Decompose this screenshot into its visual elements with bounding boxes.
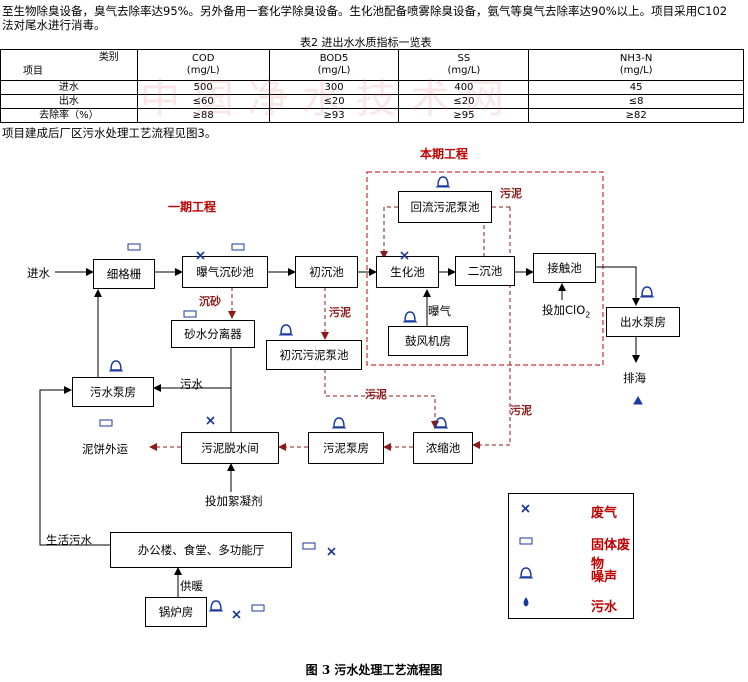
legend-icons bbox=[519, 504, 533, 607]
inflow-label: 进水 bbox=[27, 266, 50, 280]
after-table-text: 项目建成后厂区污水处理工艺流程见图3。 bbox=[2, 126, 217, 140]
waste-gas-icon bbox=[232, 610, 241, 619]
noise-icon bbox=[434, 417, 448, 429]
sewage-label: 污水 bbox=[180, 377, 203, 391]
legend-item: 噪声 bbox=[591, 570, 618, 585]
office-building-box: 办公楼、食堂、多功能厅 bbox=[110, 532, 292, 568]
solid-waste-icon bbox=[302, 542, 316, 550]
sand-label: 沉砂 bbox=[199, 295, 221, 308]
table-row: 去除率（%） ≥88 ≥93 ≥95 ≥82 bbox=[0, 108, 744, 123]
corner-bottom-label: 项目 bbox=[23, 66, 43, 77]
sand-water-separator-box: 砂水分离器 bbox=[171, 320, 255, 348]
table-cell: ≥82 bbox=[528, 108, 744, 123]
current-phase-label: 本期工程 bbox=[420, 147, 469, 161]
domestic-sewage-label: 生活污水 bbox=[46, 533, 92, 547]
table-cell: ≥93 bbox=[268, 108, 400, 123]
sludge-label-excess: 污泥 bbox=[510, 404, 532, 417]
noise-icon bbox=[332, 417, 346, 429]
clo2-label: 投加ClO2 bbox=[542, 303, 591, 320]
sludge-dewatering-box: 污泥脱水间 bbox=[181, 432, 279, 464]
return-sludge-pump-box: 回流污泥泵池 bbox=[398, 191, 492, 223]
noise-icon bbox=[279, 324, 293, 336]
secondary-clarifier-box: 二沉池 bbox=[455, 256, 515, 286]
watermark: 中国净水技术网 bbox=[140, 76, 518, 122]
current-phase-frame bbox=[366, 171, 604, 366]
table-row: 出水 ≤60 ≤20 ≤20 ≤8 bbox=[0, 94, 744, 109]
noise-icon bbox=[640, 286, 654, 298]
bio-tank-box: 生化池 bbox=[376, 256, 439, 288]
sludge-label-return: 污泥 bbox=[500, 187, 522, 200]
column-header: COD(mg/L) bbox=[136, 49, 270, 81]
solid-waste-icon bbox=[251, 604, 265, 612]
solid-waste-icon bbox=[99, 419, 113, 427]
noise-icon bbox=[109, 360, 123, 372]
table-title: 表2 进出水水质指标一览表 bbox=[300, 36, 432, 49]
waste-gas-icon bbox=[327, 547, 336, 556]
sludge-cake-label: 泥饼外运 bbox=[82, 442, 128, 456]
solid-waste-icon bbox=[519, 537, 533, 545]
flocculant-label: 投加絮凝剂 bbox=[205, 494, 263, 508]
column-header: SS(mg/L) bbox=[398, 49, 530, 81]
waste-gas-icon bbox=[521, 504, 530, 513]
solid-waste-icon bbox=[231, 243, 245, 251]
table-header-row: 类别 项目 COD(mg/L) BOD5(mg/L) SS(mg/L) NH3-… bbox=[0, 49, 744, 81]
contact-tank-box: 接触池 bbox=[533, 253, 596, 283]
waste-gas-icon bbox=[206, 416, 215, 425]
column-header: BOD5(mg/L) bbox=[268, 49, 400, 81]
wastewater-icon bbox=[523, 597, 529, 607]
primary-sludge-pump-box: 初沉污泥泵池 bbox=[266, 340, 362, 370]
noise-icon bbox=[519, 567, 533, 579]
sewage-pump-house-box: 污水泵房 bbox=[72, 377, 154, 407]
thickener-box: 浓缩池 bbox=[413, 432, 473, 464]
noise-icon bbox=[403, 311, 417, 323]
table-cell: ≥88 bbox=[136, 108, 270, 123]
legend-item: 固体废物 bbox=[591, 538, 631, 572]
waste-gas-icon bbox=[400, 251, 409, 260]
sludge-label-thickener: 污泥 bbox=[365, 388, 387, 401]
aerated-grit-chamber-box: 曝气沉砂池 bbox=[182, 256, 268, 288]
noise-icon bbox=[209, 600, 223, 612]
fine-screen-box: 细格栅 bbox=[93, 259, 155, 289]
waste-gas-icon bbox=[196, 251, 205, 260]
water-quality-table: 类别 项目 COD(mg/L) BOD5(mg/L) SS(mg/L) NH3-… bbox=[0, 49, 744, 123]
figure-caption: 图 3 污水处理工艺流程图 bbox=[305, 663, 443, 677]
sludge-label-primary: 污泥 bbox=[329, 306, 351, 319]
boiler-room-box: 锅炉房 bbox=[145, 597, 207, 627]
outlet-pump-house-box: 出水泵房 bbox=[606, 307, 680, 337]
blower-room-box: 鼓风机房 bbox=[388, 326, 468, 356]
noise-icon bbox=[436, 176, 450, 188]
solid-waste-icon bbox=[127, 243, 141, 251]
table-cell: ≥95 bbox=[398, 108, 530, 123]
heating-label: 供暖 bbox=[180, 579, 203, 593]
legend: 废气 固体废物 噪声 污水 bbox=[508, 493, 634, 619]
column-header: NH3-N(mg/L) bbox=[528, 49, 744, 81]
table-corner-cell: 类别 项目 bbox=[0, 49, 138, 81]
paragraph-line-1: 至生物除臭设备，臭气去除率达95%。另外备用一套化学除臭设备。生化池配备喷雾除臭… bbox=[2, 4, 728, 18]
sludge-pump-house-box: 污泥泵房 bbox=[308, 432, 384, 464]
wastewater-icon bbox=[633, 395, 643, 405]
solid-waste-icon bbox=[183, 310, 197, 318]
legend-item: 废气 bbox=[591, 506, 618, 521]
paragraph-line-2: 法对尾水进行消毒。 bbox=[2, 18, 106, 32]
primary-clarifier-box: 初沉池 bbox=[295, 256, 358, 288]
phase-one-label: 一期工程 bbox=[168, 200, 217, 214]
corner-top-label: 类别 bbox=[98, 52, 119, 63]
discharge-label: 排海 bbox=[623, 371, 646, 385]
aeration-label: 曝气 bbox=[428, 304, 451, 318]
legend-item: 污水 bbox=[591, 600, 618, 615]
